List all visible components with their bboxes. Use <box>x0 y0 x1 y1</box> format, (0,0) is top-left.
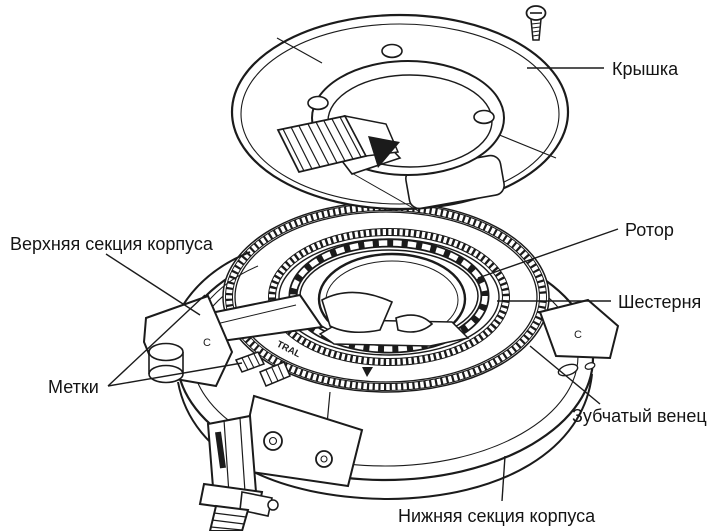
label-cover: Крышка <box>612 59 679 79</box>
label-gear: Шестерня <box>618 292 701 312</box>
alignment-line <box>349 171 421 213</box>
callout-labels: Крышка Ротор Шестерня Зубчатый венец Ниж… <box>10 59 707 526</box>
rotor-assembly: TRAL <box>222 201 550 393</box>
cover <box>230 13 570 213</box>
label-upper-housing: Верхняя секция корпуса <box>10 234 214 254</box>
left-mounting-ear: C <box>142 294 234 388</box>
label-lower-housing: Нижняя секция корпуса <box>398 506 596 526</box>
label-marks: Метки <box>48 377 99 397</box>
leader-ring-gear <box>529 345 601 405</box>
rotor-index-arrow <box>362 367 373 377</box>
leader-marks <box>107 294 243 387</box>
leader-rotor <box>477 228 619 279</box>
cover-bosses <box>307 43 495 125</box>
cover-screw <box>525 5 547 41</box>
upper-housing-section: C C <box>142 251 620 388</box>
leader-lines <box>105 67 619 502</box>
corrugated-tube <box>208 504 250 531</box>
right-ear-mark: C <box>574 329 582 341</box>
leader-lower-housing <box>501 455 506 502</box>
ribbon-connector <box>276 114 402 175</box>
alignment-marks <box>234 351 291 387</box>
left-ear-mark: C <box>203 337 211 349</box>
index-triangle <box>368 136 400 168</box>
wire-harness <box>198 394 364 531</box>
label-ring-gear: Зубчатый венец <box>572 406 707 426</box>
leader-upper-housing <box>105 253 201 316</box>
label-rotor: Ротор <box>625 220 674 240</box>
